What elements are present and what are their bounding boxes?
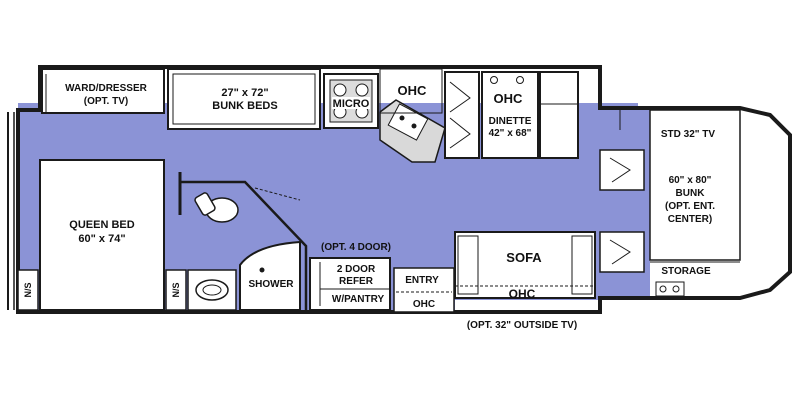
micro-label: MICRO (333, 98, 370, 110)
storage-label: STORAGE (661, 266, 711, 277)
refer-line2-label: REFER (339, 276, 374, 287)
opt-outside-tv-label: (OPT. 32" OUTSIDE TV) (467, 320, 577, 331)
bunk-beds (167, 68, 321, 130)
bunk-beds-label: BUNK BEDS (212, 100, 277, 112)
wardrobe-dresser (41, 68, 165, 114)
sofa-label: SOFA (506, 250, 542, 265)
ns-right-label: N/S (171, 282, 181, 297)
refer-line1-label: 2 DOOR (337, 264, 376, 275)
queen-bed-label: QUEEN BED (69, 219, 134, 231)
ohc-entry-label: OHC (413, 299, 435, 310)
queen-bed (39, 159, 165, 311)
bunk-size-label: 60" x 80" (669, 175, 712, 186)
ohc-kitchen-label: OHC (398, 83, 428, 98)
refrigerator (309, 257, 391, 311)
ohc-kitchen (379, 68, 443, 114)
nightstand-left (17, 269, 39, 311)
w-pantry-label: W/PANTRY (332, 294, 385, 305)
dinette-table (481, 71, 539, 159)
ohc-dinette-label: OHC (494, 91, 524, 106)
center-label: CENTER) (668, 214, 712, 225)
passenger-seat (599, 231, 645, 273)
ward-dresser-label: WARD/DRESSER (65, 83, 147, 94)
entry-label: ENTRY (405, 275, 439, 286)
driver-seat (599, 149, 645, 191)
dinette-size-label: 42" x 68" (489, 128, 532, 139)
bunk-beds-size-label: 27" x 72" (221, 87, 268, 99)
shower-label: SHOWER (249, 279, 295, 290)
opt-tv-label: (OPT. TV) (84, 96, 128, 107)
bunk-label: BUNK (676, 188, 706, 199)
entry-step (393, 267, 455, 313)
dinette-label: DINETTE (489, 116, 532, 127)
opt-ent-label: (OPT. ENT. (665, 201, 715, 212)
nightstand-right (165, 269, 187, 311)
shower (239, 240, 301, 311)
ohc-sofa-label: OHC (509, 287, 536, 301)
opt-4-door-label: (OPT. 4 DOOR) (321, 242, 391, 253)
ns-left-label: N/S (23, 282, 33, 297)
cab-overhead-bunk (649, 109, 741, 261)
std-tv-label: STD 32" TV (661, 129, 716, 140)
outer-wall (16, 65, 792, 314)
dinette-seat-right (539, 71, 579, 159)
dinette-seat-left (444, 71, 480, 159)
queen-size-label: 60" x 74" (78, 233, 125, 245)
